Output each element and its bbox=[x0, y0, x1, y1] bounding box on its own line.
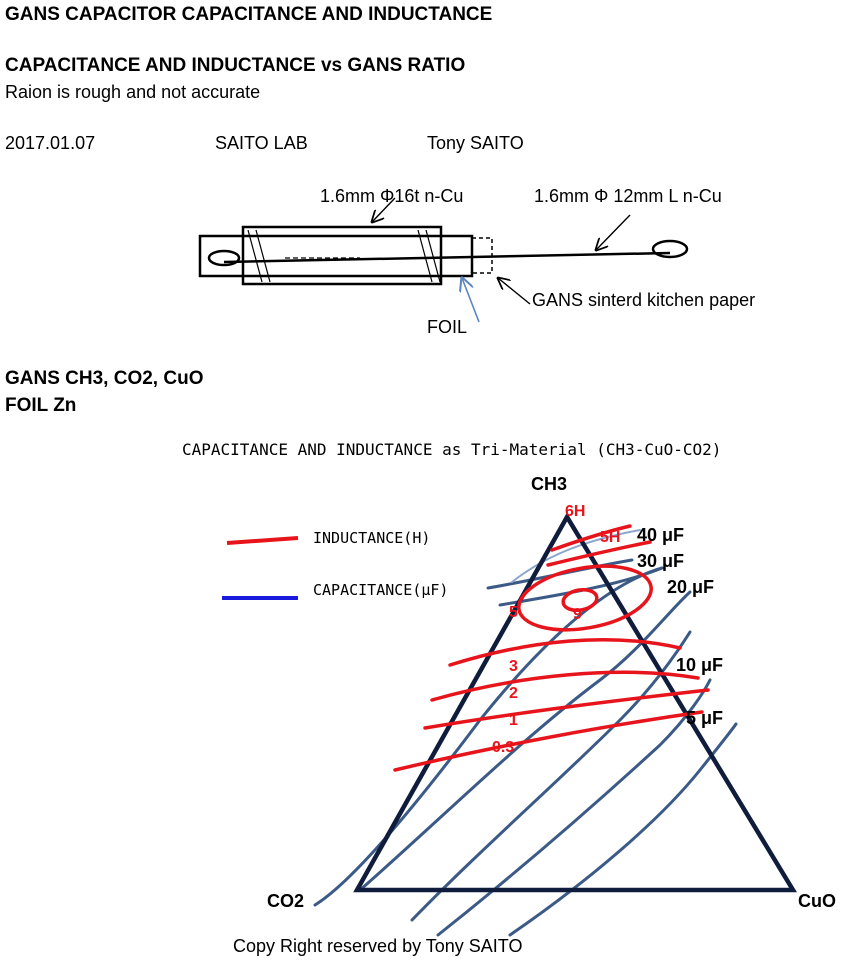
gans-arrow bbox=[498, 278, 531, 305]
wire-arrow bbox=[596, 214, 631, 250]
copper-wire bbox=[223, 251, 671, 264]
capacitance-curves bbox=[313, 529, 738, 937]
capacitance-label-30: 30 μF bbox=[637, 551, 684, 571]
capacitance-curve-5 bbox=[508, 722, 738, 937]
legend-inductance-label: INDUCTANCE(H) bbox=[313, 529, 430, 547]
hatch-line bbox=[425, 229, 441, 283]
accuracy-note: Raion is rough and not accurate bbox=[5, 82, 261, 102]
inductance-curve-5h bbox=[546, 540, 652, 567]
inductance-curve-1 bbox=[423, 688, 710, 730]
hatch-line bbox=[417, 229, 433, 283]
inductance-label-9: 9 bbox=[573, 606, 582, 623]
tube-arrow bbox=[372, 197, 396, 222]
right-loop bbox=[651, 239, 689, 259]
capacitor-sketch bbox=[198, 197, 689, 323]
gans-materials: GANS CH3, CO2, CuO bbox=[5, 368, 204, 389]
left-loop bbox=[207, 249, 241, 267]
inductance-curve-6 bbox=[550, 524, 632, 552]
capacitance-label-10: 10 μF bbox=[676, 655, 723, 675]
inductance-label-5h: 5H bbox=[600, 529, 620, 546]
capacitance-labels: 40 μF 30 μF 20 μF 10 μF 5 μF bbox=[637, 525, 723, 728]
inductance-label-0-3: 0.3 bbox=[492, 739, 514, 756]
capacitance-curve-10 bbox=[410, 630, 692, 922]
inductance-labels: 6H 5H 5 9 3 2 1 0.3 bbox=[492, 503, 620, 756]
wire-label: 1.6mm Φ 12mm L n-Cu bbox=[534, 186, 722, 206]
lab-name: SAITO LAB bbox=[215, 133, 308, 153]
foil-arrow bbox=[462, 278, 480, 323]
date-text: 2017.01.07 bbox=[5, 133, 96, 153]
inductance-ring-9 bbox=[561, 587, 599, 613]
capacitance-label-20: 20 μF bbox=[667, 577, 714, 597]
inductance-ring-5 bbox=[517, 564, 653, 632]
foil-label: FOIL bbox=[427, 317, 467, 337]
legend-capacitance-label: CAPACITANCE(μF) bbox=[313, 581, 448, 599]
vertex-ch3: CH3 bbox=[531, 474, 567, 494]
capacitance-label-5: 5 μF bbox=[686, 708, 723, 728]
capacitance-curve-10b bbox=[436, 678, 712, 937]
gans-paper-label: GANS sinterd kitchen paper bbox=[532, 290, 755, 310]
page-subtitle: CAPACITANCE AND INDUCTANCE vs GANS RATIO bbox=[5, 55, 466, 76]
inductance-label-6h: 6H bbox=[565, 503, 585, 520]
hatch-line bbox=[255, 229, 271, 283]
capacitance-label-40: 40 μF bbox=[637, 525, 684, 545]
vertex-co2: CO2 bbox=[267, 891, 304, 911]
page-title: GANS CAPACITOR CAPACITANCE AND INDUCTANC… bbox=[5, 4, 493, 25]
copyright-text: Copy Right reserved by Tony SAITO bbox=[233, 936, 523, 956]
copper-tube bbox=[241, 225, 443, 286]
hatch-line bbox=[247, 229, 263, 283]
inductance-curve-0-3 bbox=[393, 710, 704, 772]
capacitance-curve-20b bbox=[358, 590, 692, 892]
capacitance-curve-40-highlight bbox=[511, 529, 641, 583]
ternary-triangle bbox=[353, 512, 797, 893]
inductance-label-5: 5 bbox=[509, 604, 518, 621]
inductance-label-1: 1 bbox=[509, 712, 518, 729]
ternary-title: CAPACITANCE AND INDUCTANCE as Tri-Materi… bbox=[182, 440, 721, 459]
inductance-curve-3 bbox=[448, 638, 682, 667]
tube-label: 1.6mm Φ16t n-Cu bbox=[320, 186, 463, 206]
capacitance-curve-20 bbox=[313, 566, 664, 907]
foil-material: FOIL Zn bbox=[5, 395, 77, 416]
inductance-curve-2 bbox=[430, 670, 700, 702]
author-name: Tony SAITO bbox=[427, 133, 524, 153]
inductance-curves bbox=[393, 524, 710, 772]
inductance-label-2: 2 bbox=[509, 685, 518, 702]
legend-inductance-swatch bbox=[226, 536, 299, 545]
outer-sleeve bbox=[198, 234, 474, 278]
inductance-label-3: 3 bbox=[509, 658, 518, 675]
vertex-cuo: CuO bbox=[798, 891, 836, 911]
